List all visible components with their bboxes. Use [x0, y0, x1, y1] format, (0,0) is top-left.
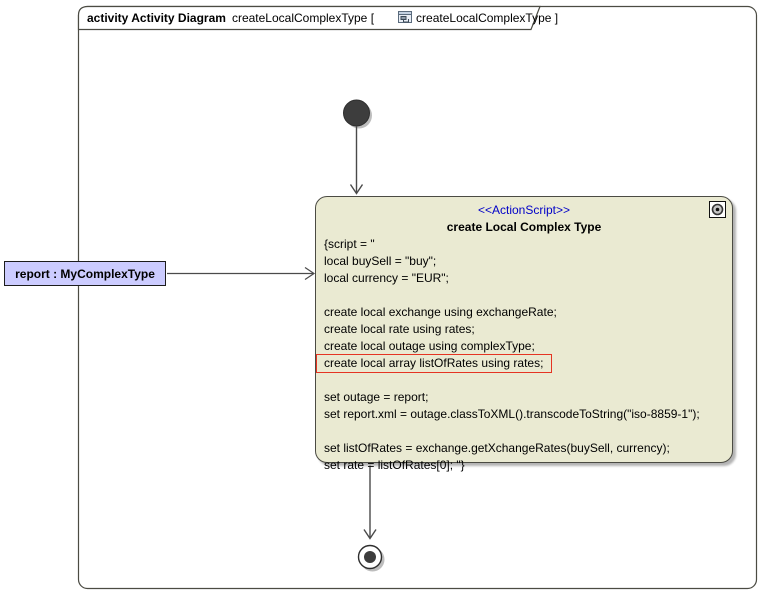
- frame-diagram-name: createLocalComplexType [: [231, 10, 375, 25]
- script-line: [324, 287, 726, 304]
- stereotype-label: <<ActionScript>>: [477, 203, 571, 217]
- edge-initial-to-action[interactable]: [349, 126, 364, 195]
- object-node-label[interactable]: report : MyComplexType: [4, 261, 166, 286]
- script-line: create local exchange using exchangeRate…: [324, 305, 557, 319]
- action-node[interactable]: <<ActionScript>> create Local Complex Ty…: [315, 196, 733, 472]
- script-line: set rate = listOfRates[0]; "}: [324, 458, 465, 472]
- script-line: [324, 423, 726, 440]
- script-line: create local rate using rates;: [324, 322, 475, 336]
- script-line: [324, 372, 726, 389]
- frame-heading[interactable]: activity Activity Diagram createLocalCom…: [87, 7, 562, 28]
- frame-kind-label: activity Activity Diagram: [87, 10, 226, 25]
- activity-final-node-dot: [364, 551, 376, 563]
- action-node-name: create Local Complex Type: [446, 220, 602, 234]
- behavior-gear-icon: [709, 201, 726, 218]
- script-line: local buySell = "buy";: [324, 254, 437, 268]
- frame-heading-tab[interactable]: [77, 5, 541, 31]
- edge-pin-to-action[interactable]: [167, 267, 316, 280]
- script-line: create local outage using complexType;: [324, 339, 535, 353]
- script-line: local currency = "EUR";: [324, 271, 449, 285]
- script-line: set outage = report;: [324, 390, 429, 404]
- script-line-highlighted: create local array listOfRates using rat…: [316, 354, 552, 373]
- frame-context-name: createLocalComplexType ]: [416, 10, 559, 25]
- initial-node[interactable]: [343, 99, 370, 127]
- script-line: set report.xml = outage.classToXML().tra…: [324, 407, 700, 421]
- action-script-body: {script = " local buySell = "buy"; local…: [316, 236, 726, 474]
- activity-diagram-icon: [378, 0, 413, 41]
- script-line: set listOfRates = exchange.getXchangeRat…: [324, 441, 670, 455]
- edge-action-to-final[interactable]: [363, 464, 377, 540]
- script-line: {script = ": [324, 237, 375, 251]
- object-node-text: report : MyComplexType: [15, 266, 155, 281]
